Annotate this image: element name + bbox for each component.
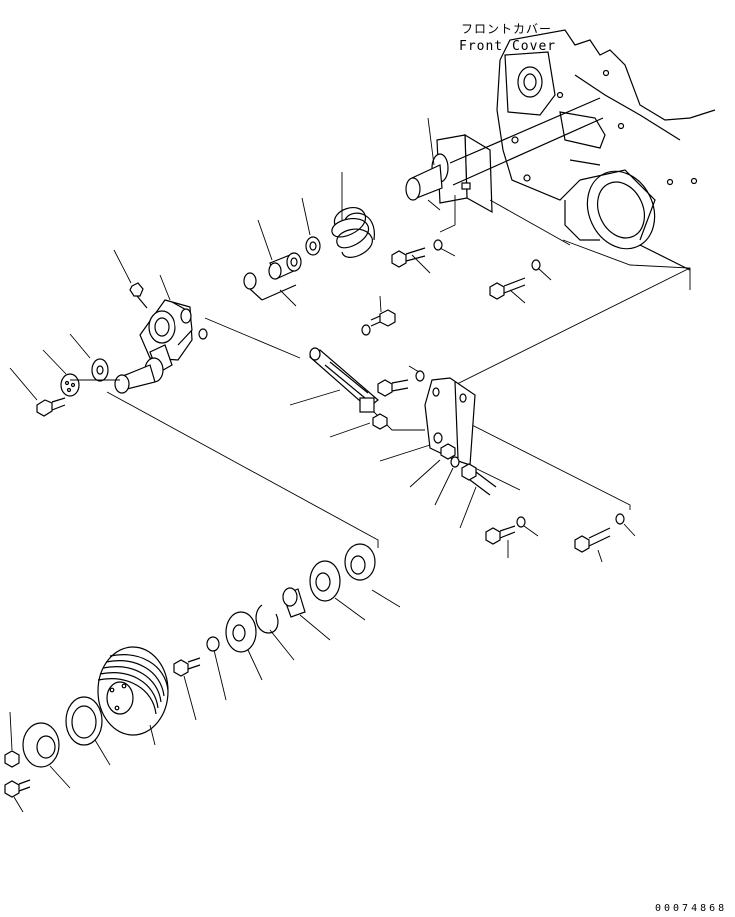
bearing-right xyxy=(344,543,376,581)
bracket-bolt-bottom xyxy=(485,516,526,545)
thin-plate xyxy=(206,636,220,652)
hub-bolt-upper xyxy=(4,750,20,768)
arm-plate xyxy=(60,373,80,397)
mounting-shaft-assembly xyxy=(405,97,604,214)
tensioner-arm xyxy=(114,282,208,394)
snap-ring xyxy=(255,604,279,634)
link-bolt xyxy=(377,370,425,397)
bracket xyxy=(424,377,476,466)
leader-lines xyxy=(9,172,636,813)
pulley xyxy=(97,646,169,736)
guide-lines xyxy=(106,195,691,548)
arm-washer xyxy=(91,358,109,382)
bracket-bolt-right xyxy=(489,259,541,300)
spacer-sleeve xyxy=(282,587,306,618)
link-bolt-small xyxy=(361,309,396,336)
hub-bolt-lower xyxy=(4,779,31,798)
spring xyxy=(331,207,375,258)
arm-bolt xyxy=(36,397,66,417)
bearing-left xyxy=(225,611,257,653)
adjusting-link xyxy=(309,347,379,413)
drawing-number: 00074868 xyxy=(655,903,728,914)
bearing-seal xyxy=(309,560,341,602)
bracket-bolt-upper xyxy=(391,239,443,268)
pulley-hub xyxy=(22,722,60,768)
bushing-pair xyxy=(243,252,302,301)
front-cover-label-en: Front Cover xyxy=(459,39,557,54)
bracket-bolt-long xyxy=(450,456,497,496)
pulley-bolt xyxy=(173,657,201,677)
washer-pair xyxy=(305,236,321,256)
front-cover-label-jp: フロントカバー xyxy=(461,22,553,36)
bracket-bolt-far xyxy=(574,513,625,553)
link-nut xyxy=(372,413,388,430)
front-cover-outline xyxy=(496,29,716,271)
pulley-cover-plate xyxy=(65,696,103,746)
